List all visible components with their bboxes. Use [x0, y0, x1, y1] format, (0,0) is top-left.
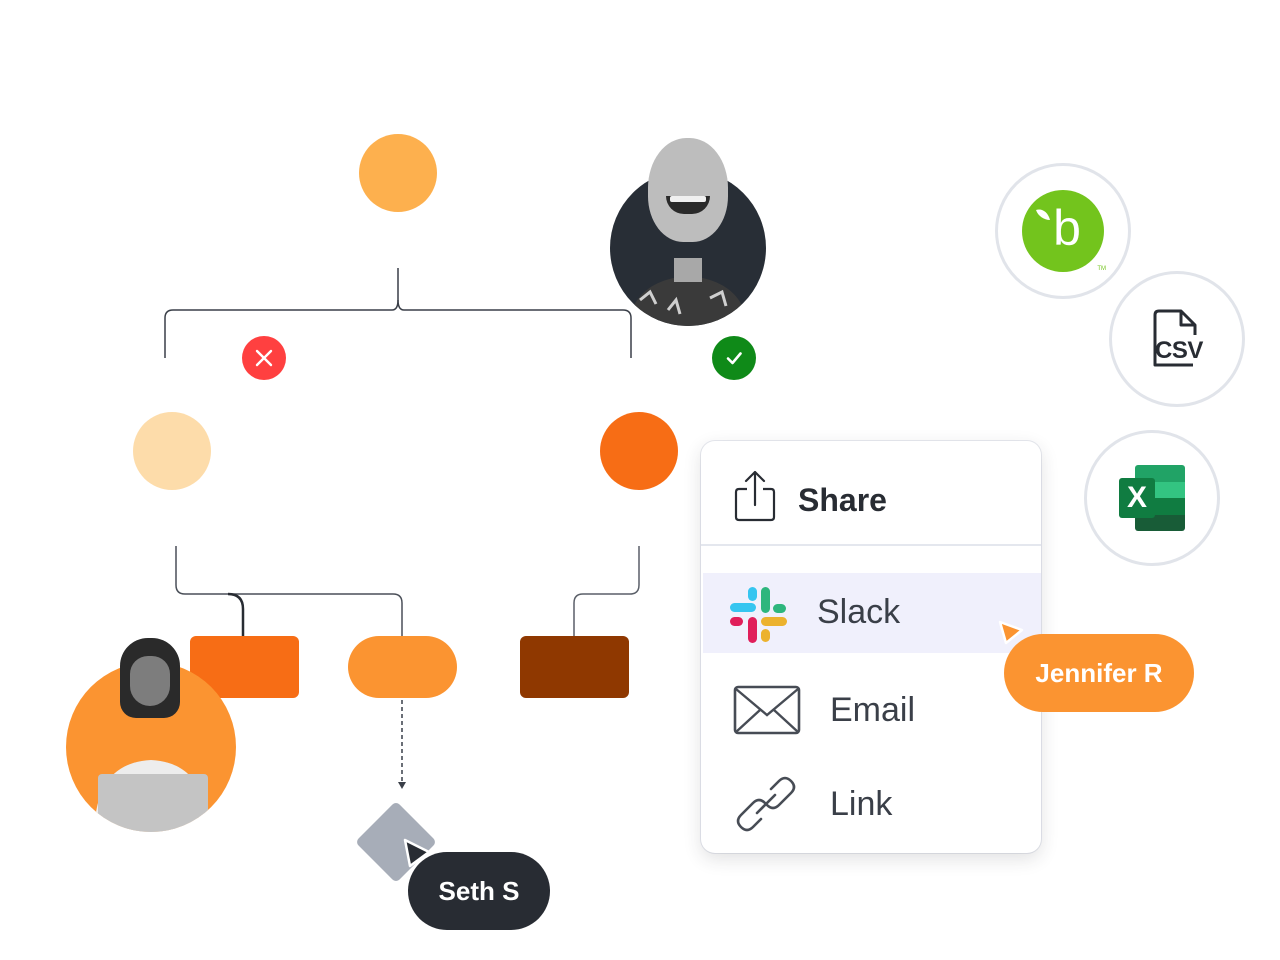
share-item-label: Slack: [817, 593, 901, 631]
close-icon: [255, 349, 273, 367]
connector-left-rect: [227, 592, 245, 636]
share-menu-header: Share: [701, 441, 1041, 546]
envelope-icon: [733, 685, 801, 735]
share-item-slack[interactable]: Slack: [703, 573, 1041, 653]
root-node[interactable]: [359, 134, 437, 212]
avatar-woman: [66, 662, 236, 832]
share-item-label: Email: [830, 691, 916, 729]
integration-excel[interactable]: X: [1084, 430, 1220, 566]
share-item-label: Link: [830, 785, 893, 823]
avatar-man-head: [648, 138, 728, 242]
rect-node-right[interactable]: [520, 636, 629, 698]
slack-icon: [730, 587, 787, 643]
connector-root-right: [397, 299, 632, 358]
reject-badge: [242, 336, 286, 380]
excel-logo-icon: X: [1119, 465, 1185, 531]
approve-badge: [712, 336, 756, 380]
collaborator-tag-jennifer: Jennifer R: [1004, 634, 1194, 712]
share-menu-title: Share: [798, 482, 887, 518]
integration-csv[interactable]: CSV: [1109, 271, 1245, 407]
collaborator-tag-seth: Seth S: [408, 852, 550, 930]
cursor-jennifer-icon: [998, 620, 1024, 645]
left-node[interactable]: [133, 412, 211, 490]
check-icon: [726, 352, 742, 365]
share-upload-icon: [734, 470, 776, 522]
connector-right-rect: [573, 546, 640, 636]
csv-file-icon: CSV: [1151, 309, 1203, 369]
share-item-email[interactable]: Email: [703, 671, 1041, 751]
bamboohr-logo-icon: b TM: [1022, 190, 1106, 272]
cursor-seth-icon: [403, 838, 431, 868]
share-item-link[interactable]: Link: [703, 765, 1041, 845]
share-menu: Share Slack Email Link: [701, 441, 1041, 853]
pill-node-middle[interactable]: [348, 636, 457, 698]
right-node[interactable]: [600, 412, 678, 490]
arrow-head-icon: [398, 782, 406, 789]
avatar-woman-head: [120, 638, 180, 718]
connector-left-branch: [175, 546, 403, 636]
integration-bamboohr[interactable]: b TM: [995, 163, 1131, 299]
link-icon: [736, 776, 796, 832]
